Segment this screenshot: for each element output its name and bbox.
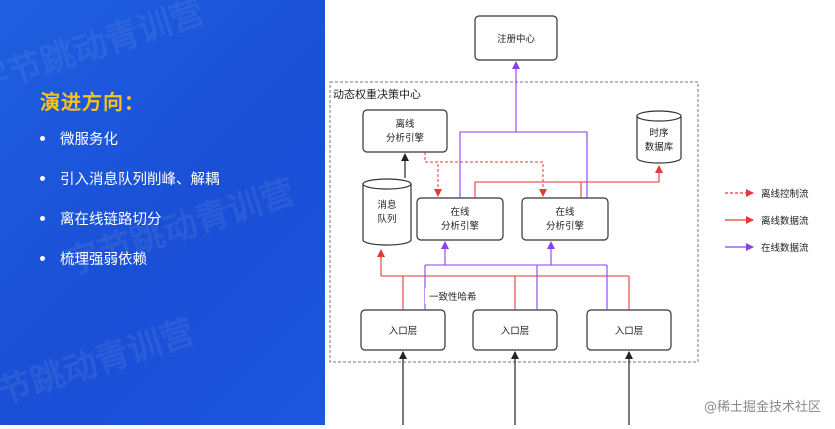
online-engine-2-label-1: 在线 <box>555 206 575 218</box>
architecture-diagram: 动态权重决策中心 注册中心 离线 分析引擎 消息 队列 时序 数据库 在线 分析… <box>329 15 809 425</box>
list-item-text: 梳理强弱依赖 <box>60 252 147 268</box>
group-label: 动态权重决策中心 <box>333 87 421 101</box>
list-item: 离在线链路切分 <box>40 208 220 248</box>
registry-node <box>474 15 558 61</box>
offline-engine-label-2: 分析引擎 <box>386 132 425 144</box>
legend-offline-data-label: 离线数据流 <box>761 215 809 227</box>
online-engine-1-label-1: 在线 <box>450 206 470 218</box>
bullet-icon <box>40 215 45 221</box>
offline-engine-node <box>362 109 448 153</box>
tsdb-label-2: 数据库 <box>645 141 674 153</box>
online-engine-2-label-2: 分析引擎 <box>546 220 585 232</box>
hash-label: 一致性哈希 <box>429 291 477 303</box>
list-item-text: 离在线链路切分 <box>60 212 162 228</box>
registry-label: 注册中心 <box>497 33 536 45</box>
entry-label-1: 入口层 <box>389 326 418 337</box>
site-credit: @稀土掘金技术社区 <box>703 400 821 415</box>
bullet-icon <box>40 135 45 141</box>
watermark: 字节跳动青训营 <box>0 312 200 424</box>
online-engine-node-2 <box>521 197 609 241</box>
list-item: 微服务化 <box>40 128 220 168</box>
diagram-panel: 动态权重决策中心 注册中心 离线 分析引擎 消息 队列 时序 数据库 在线 分析… <box>325 0 835 425</box>
queue-label-1: 消息 <box>377 199 396 211</box>
online-engine-node-1 <box>416 197 504 241</box>
legend-offline-control-label: 离线控制流 <box>761 188 809 200</box>
message-queue-node <box>362 178 412 246</box>
entry-label-2: 入口层 <box>501 326 530 337</box>
bullet-list: 微服务化 引入消息队列削峰、解耦 离在线链路切分 梳理强弱依赖 <box>40 128 220 288</box>
hash-label-bg <box>425 288 483 304</box>
online-data-flow <box>424 61 608 310</box>
tsdb-node <box>636 110 682 164</box>
offline-control-flow <box>424 152 547 197</box>
bullet-icon <box>40 255 45 261</box>
legend-online-data-label: 在线数据流 <box>761 242 809 254</box>
tsdb-label-1: 时序 <box>649 127 669 139</box>
online-engine-1-label-2: 分析引擎 <box>441 220 480 232</box>
left-panel: 字节跳动青训营 字节跳动青训营 字节跳动青训营 演进方向： 微服务化 引入消息队… <box>0 0 325 425</box>
legend: 离线控制流 离线数据流 在线数据流 <box>725 188 809 254</box>
offline-data-flow <box>377 165 663 310</box>
entry-label-3: 入口层 <box>615 326 644 337</box>
list-item: 引入消息队列削峰、解耦 <box>40 168 220 208</box>
list-item-text: 微服务化 <box>60 132 118 148</box>
list-item-text: 引入消息队列削峰、解耦 <box>60 172 220 188</box>
queue-label-2: 队列 <box>377 213 396 225</box>
bullet-icon <box>40 175 45 181</box>
section-title: 演进方向： <box>40 90 145 114</box>
decision-center-group <box>329 81 699 363</box>
offline-engine-label-1: 离线 <box>395 118 415 130</box>
list-item: 梳理强弱依赖 <box>40 248 220 288</box>
